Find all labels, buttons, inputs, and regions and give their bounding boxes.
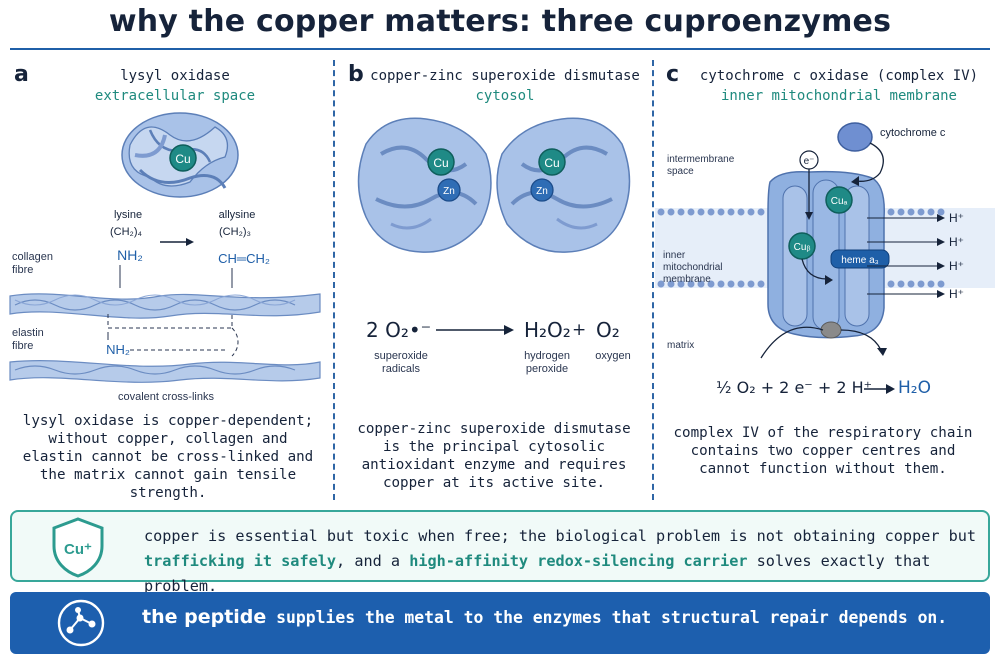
dismutation-arrow <box>436 325 514 335</box>
title-rule <box>10 48 990 50</box>
panel-a-caption: lysyl oxidase is copper-dependent; witho… <box>22 413 314 501</box>
lysine-group: NH₂ <box>117 247 143 263</box>
oxygen-formula: O₂ <box>596 318 620 342</box>
allysine-group: CH═CH₂ <box>218 251 270 266</box>
cco-equation-left: ½ O₂ + 2 e⁻ + 2 H⁺ <box>716 378 873 397</box>
key-message-part-3: solves exactly that problem. <box>144 552 931 595</box>
peroxide-name-2: peroxide <box>525 363 569 375</box>
cytochrome-c <box>837 122 873 152</box>
key-message-text: copper is essential but toxic when free;… <box>144 524 984 599</box>
membrane-label-1: inner <box>663 250 686 261</box>
membrane-label-3: membrane <box>663 274 711 285</box>
key-message-part-2: , and a <box>336 552 410 570</box>
cu-ion-a <box>169 144 197 172</box>
cu-ion-b-left <box>427 148 455 176</box>
panel-c-location: inner mitochondrial membrane <box>720 88 957 104</box>
cu-label-b-right: Cu <box>544 156 559 170</box>
sod1-illustration: Cu Zn Cu Zn <box>357 117 631 253</box>
key-message-highlight-2: high-affinity redox-silencing carrier <box>409 552 748 570</box>
cub-label: Cuᵦ <box>794 242 811 253</box>
panel-a-letter: a <box>14 62 29 87</box>
elastin-label-1: elastin <box>12 327 44 339</box>
shield-icon-text: Cu⁺ <box>64 541 92 558</box>
lysine-label: lysine <box>114 209 142 221</box>
allysine-chain: (CH₂)₃ <box>219 226 251 238</box>
collagen-fibre <box>9 293 321 319</box>
elastin-group: NH₂ <box>106 342 130 357</box>
panel-c-title: cytochrome c oxidase (complex IV) <box>699 68 979 84</box>
proton-2: H⁺ <box>949 235 964 249</box>
panel-a-title: lysyl oxidase <box>120 68 230 84</box>
panel-b-letter: b <box>348 62 364 87</box>
elastin-label-2: fibre <box>12 340 33 352</box>
proton-4: H⁺ <box>949 287 964 301</box>
panel-b-location: cytosol <box>475 88 535 104</box>
ims-label-2: space <box>667 166 694 177</box>
superoxide-name: superoxide radicals <box>366 350 436 376</box>
proton-3: H⁺ <box>949 259 964 273</box>
key-message-part-1: copper is essential but toxic when free;… <box>144 527 977 545</box>
copper-shield-icon: Cu⁺ <box>52 517 104 578</box>
reaction-plus: + <box>572 320 587 340</box>
panel-c-letter: c <box>666 62 680 87</box>
conclusion-text: the peptide supplies the metal to the en… <box>142 606 982 628</box>
panel-divider-bc <box>652 60 654 500</box>
sod1-protein-right <box>496 117 631 253</box>
ims-label-1: intermembrane <box>667 154 735 165</box>
conclusion-banner <box>10 592 990 654</box>
oxygen-name: oxygen <box>595 350 631 362</box>
panel-c-caption: complex IV of the respiratory chain cont… <box>673 425 973 477</box>
complex-iv-illustration: cytochrome c e⁻ Cuₐ Cuᵦ heme a₃ H⁺ H⁺ H⁺… <box>655 122 995 359</box>
cua-center <box>825 186 853 214</box>
crosslinks-label: covalent cross-links <box>118 391 214 403</box>
lysine-chain: (CH₂)₄ <box>110 226 142 238</box>
panel-divider-ab <box>333 60 335 500</box>
heme-label: heme a₃ <box>841 255 878 266</box>
panel-b-title: copper-zinc superoxide dismutase <box>370 68 640 84</box>
panel-b-caption: copper-zinc superoxide dismutase is the … <box>357 421 631 491</box>
proton-1: H⁺ <box>949 211 964 225</box>
cco-equation-arrow <box>864 384 895 394</box>
panel-a-location: extracellular space <box>94 88 256 104</box>
zn-ion-b-left <box>437 178 461 202</box>
cco-equation-right: H₂O <box>898 378 931 398</box>
allysine-label: allysine <box>219 209 256 221</box>
cua-label: Cuₐ <box>831 196 848 207</box>
membrane-label-2: mitochondrial <box>663 262 722 273</box>
conclusion-strong: the peptide <box>142 606 267 628</box>
conclusion-rest: supplies the metal to the enzymes that s… <box>266 608 948 627</box>
zn-label-b-left: Zn <box>443 186 455 197</box>
page-title: why the copper matters: three cuproenzym… <box>108 4 892 39</box>
superoxide-name-2: radicals <box>382 363 420 375</box>
collagen-label-1: collagen <box>12 251 53 263</box>
matrix-label: matrix <box>667 340 694 351</box>
sod1-protein-left <box>357 117 492 253</box>
cu-ion-b-right <box>538 148 566 176</box>
cu-label-b-left: Cu <box>433 156 448 170</box>
zn-label-b-right: Zn <box>536 186 548 197</box>
peroxide-name-1: hydrogen <box>524 350 570 362</box>
lysyl-oxidase-illustration: Cu lysine (CH₂)₄ NH₂ allysine (CH₂)₃ CH═… <box>9 112 321 403</box>
heme-a3 <box>830 249 890 269</box>
superoxide-formula: 2 O₂•⁻ <box>366 318 432 342</box>
crosslink-dashes <box>107 314 233 329</box>
key-message-highlight-1: trafficking it safely <box>144 552 337 570</box>
oxygen-site <box>820 321 842 339</box>
peroxide-name: hydrogen peroxide <box>512 350 582 376</box>
superoxide-name-1: superoxide <box>374 350 428 362</box>
peroxide-formula: H₂O₂ <box>524 318 571 342</box>
key-message-box <box>10 510 990 582</box>
molecule-network-icon <box>57 599 105 647</box>
cu-label-a: Cu <box>175 152 190 166</box>
electron-label: e⁻ <box>804 156 815 167</box>
zn-ion-b-right <box>530 178 554 202</box>
collagen-label-2: fibre <box>12 264 33 276</box>
cytochrome-c-label: cytochrome c <box>880 127 946 139</box>
elastin-fibre <box>9 360 321 383</box>
